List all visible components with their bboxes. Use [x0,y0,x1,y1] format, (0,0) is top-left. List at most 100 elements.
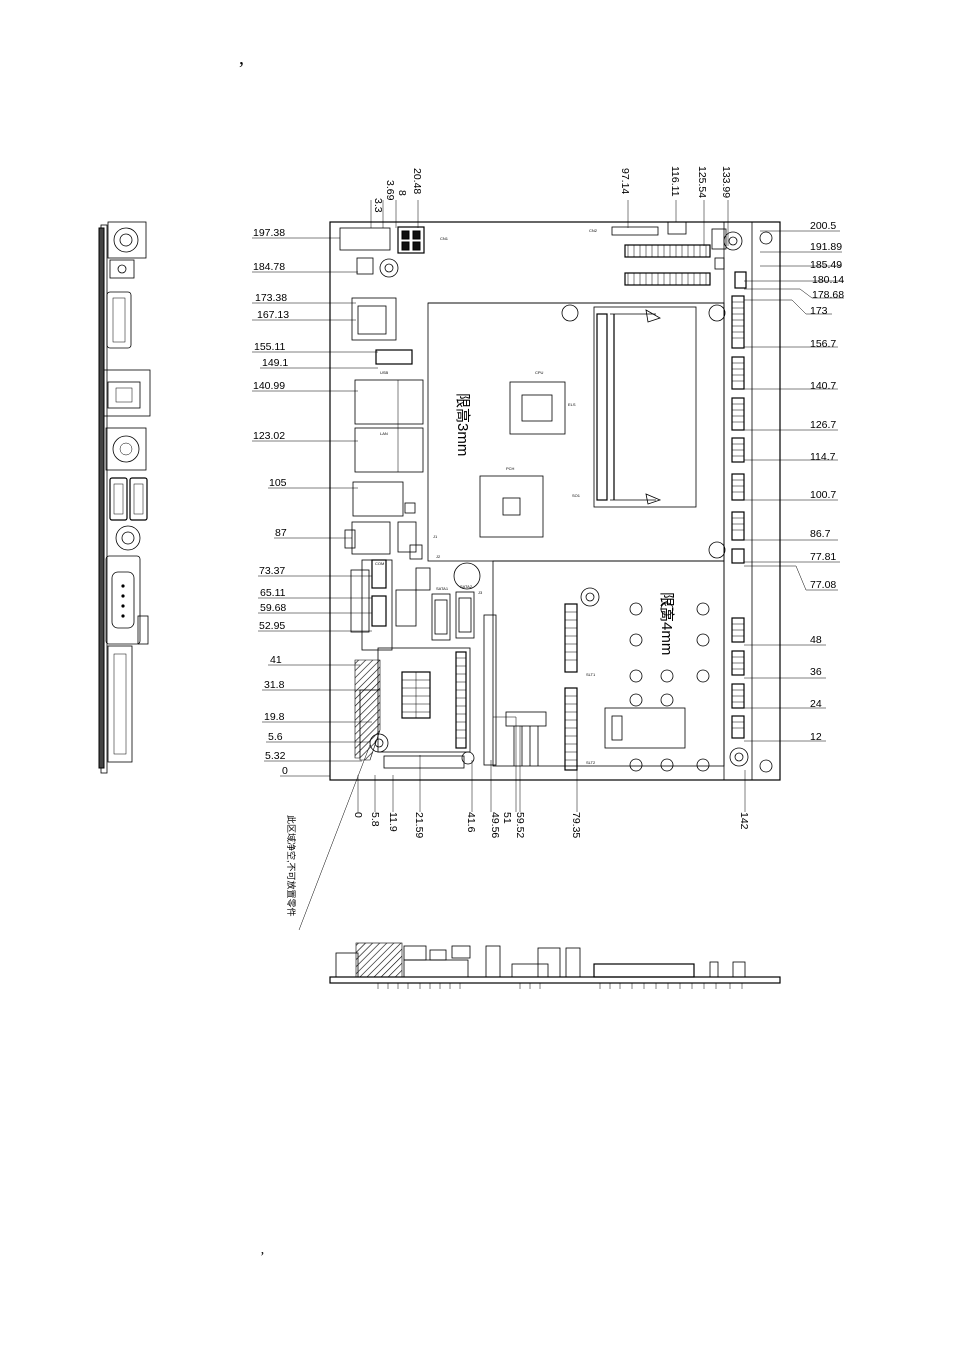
dim-top-3-69: 3.69 [384,180,396,201]
svg-text:SATA2: SATA2 [460,584,473,589]
dim-right-178-68: 178.68 [812,289,844,301]
standoff-pads [629,602,710,772]
svg-text:CPU: CPU [535,370,544,375]
side-view-io-panel [98,221,151,774]
dimension-leaders [252,200,844,931]
lan-port-icon [107,381,141,409]
dim-bottom-49-56: 49.56 [489,812,501,838]
board-front-view [329,942,781,989]
dim-right-156-7: 156.7 [810,338,836,350]
dim-bottom-0: 0 [352,812,364,818]
audio-jack-icon [115,525,141,551]
dim-left-19-8: 19.8 [264,711,285,723]
dim-right-173: 173 [810,305,828,317]
svg-text:J1: J1 [433,534,438,539]
dim-top-133-99: 133.99 [720,166,732,198]
dim-right-200-5: 200.5 [810,220,836,232]
dim-left-0: 0 [282,765,288,777]
dim-right-191-89: 191.89 [810,241,842,253]
dim-bottom-21-59: 21.59 [413,812,425,838]
svg-text:CN1: CN1 [440,236,449,241]
minipcie-slot [564,603,686,771]
dim-left-31-8: 31.8 [264,679,285,691]
dim-left-59-68: 59.68 [260,602,286,614]
svg-text:CN2: CN2 [589,228,598,233]
dim-left-105: 105 [269,477,287,489]
dim-left-5-6: 5.6 [268,731,283,743]
pch-package [479,475,544,538]
dim-top-20-48: 20.48 [411,168,423,194]
pin-header-top-b [624,272,711,286]
left-dimensions: 197.38 184.78 173.38 167.13 155.11 149.1… [253,227,289,777]
dim-right-48: 48 [810,634,822,646]
svg-text:SATA1: SATA1 [436,586,449,591]
dim-right-114-7: 114.7 [810,451,836,463]
dim-right-86-7: 86.7 [810,528,831,540]
usb-port-icon [109,477,148,521]
dim-top-97-14: 97.14 [619,168,631,194]
silkscreen-labels: CN1 CN2 ELS SO1 CPU PCH SLT1 SLT2 J1 J2 … [375,228,598,765]
keepout-note: 此区域净空,不可放置零件 [286,815,297,917]
dim-right-126-7: 126.7 [810,419,836,431]
dim-bottom-142: 142 [738,812,750,830]
svg-text:LAN: LAN [380,431,388,436]
page-mark-top: ’ [238,58,245,80]
dim-right-100-7: 100.7 [810,489,836,501]
zone-label-4mm: 限高4mm [658,592,675,655]
pin-header-top-a [624,244,711,258]
cpu-package [509,381,566,435]
svg-text:SLT1: SLT1 [586,672,596,677]
board-top-view [329,221,781,781]
hdmi-port-icon [106,291,132,349]
sata-connector-icon [431,591,475,641]
svg-text:SO1: SO1 [572,493,581,498]
page-mark-bottom: ’ [260,1250,265,1265]
dim-left-123-02: 123.02 [253,430,285,442]
svg-text:J3: J3 [478,590,483,595]
dim-left-140-99: 140.99 [253,380,285,392]
mounting-hole-icon [369,231,773,773]
svg-text:ELS: ELS [568,402,576,407]
rear-io-top-view [344,257,481,651]
dim-left-184-78: 184.78 [253,261,285,273]
dim-left-197-38: 197.38 [253,227,285,239]
dim-bottom-79-35: 79.35 [570,812,582,838]
com-port-icon [105,555,149,645]
cf-card-slot [377,647,471,769]
dim-right-36: 36 [810,666,822,678]
dim-top-116-11: 116.11 [669,166,681,197]
dim-left-73-37: 73.37 [259,565,285,577]
dim-bottom-59-52: 59.52 [514,812,526,838]
dim-left-173-38: 173.38 [255,292,287,304]
svg-text:USB: USB [380,370,389,375]
top-dimensions: 3.3 3.69 8 20.48 97.14 116.11 125.54 133… [372,166,732,213]
dim-left-155-11: 155.11 [254,341,285,353]
dim-right-12: 12 [810,731,822,743]
dim-right-77-81: 77.81 [810,551,836,563]
svg-text:J2: J2 [436,554,441,559]
dim-top-3-3: 3.3 [372,198,384,213]
dim-bottom-51: 51 [501,812,513,824]
svg-text:COM: COM [375,561,384,566]
dim-bottom-11-9: 11.9 [387,812,399,832]
bottom-dimensions: 0 5.8 11.9 21.59 41.6 49.56 51 59.52 79.… [352,812,750,838]
dim-top-8: 8 [396,190,408,196]
dim-left-65-11: 65.11 [260,587,286,599]
right-pin-headers [731,295,745,739]
right-dimensions: 200.5 191.89 185.49 180.14 178.68 173 15… [810,220,844,743]
dim-top-125-54: 125.54 [696,166,708,198]
dim-right-24: 24 [810,698,822,710]
dim-left-167-13: 167.13 [257,309,289,321]
dim-bottom-41-6: 41.6 [465,812,477,833]
header-top-1 [611,226,659,236]
svg-text:SLT2: SLT2 [586,760,596,765]
dim-left-87: 87 [275,527,287,539]
dim-right-77-08: 77.08 [810,579,836,591]
dim-right-140-7: 140.7 [810,380,836,392]
dim-right-185-49: 185.49 [810,259,842,271]
lpt-port-icon [107,645,133,763]
sodimm-socket [593,306,697,508]
antenna-connector-icon [107,221,147,259]
dim-bottom-5-8: 5.8 [369,812,381,827]
zone-label-3mm: 限高3mm [454,393,471,456]
